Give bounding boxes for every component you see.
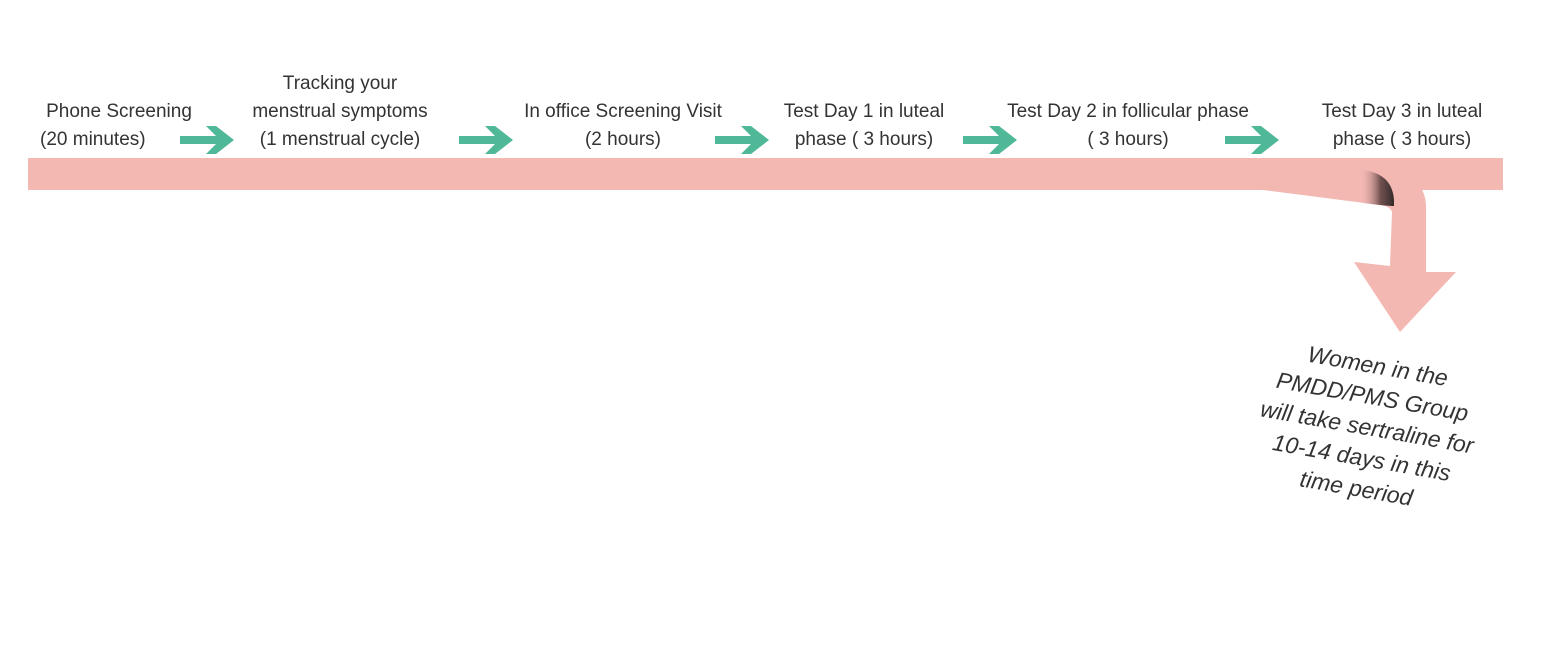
step-line: ( 3 hours): [1087, 129, 1169, 150]
step-test-day-3: Test Day 3 in luteal phase ( 3 hours): [1310, 98, 1494, 154]
step-office-screening: In office Screening Visit (2 hours): [514, 98, 732, 154]
step-test-day-2: Test Day 2 in follicular phase ( 3 hours…: [996, 98, 1260, 154]
arrow-right-icon: [180, 126, 234, 154]
step-line: Phone Screening: [46, 101, 192, 122]
step-line: Test Day 1 in luteal: [783, 101, 945, 122]
step-test-day-1: Test Day 1 in luteal phase ( 3 hours): [772, 98, 956, 154]
step-line: phase ( 3 hours): [794, 129, 934, 150]
step-line: In office Screening Visit: [524, 101, 722, 122]
arrow-right-icon: [963, 126, 1017, 154]
step-line: (1 menstrual cycle): [259, 129, 421, 150]
step-line: Test Day 3 in luteal: [1321, 101, 1483, 122]
arrow-right-icon: [715, 126, 769, 154]
step-line: Test Day 2 in follicular phase: [1007, 101, 1249, 122]
step-line: phase ( 3 hours): [1332, 129, 1472, 150]
step-line: (20 minutes): [40, 129, 146, 150]
arrow-right-icon: [1225, 126, 1279, 154]
step-phone-screening: Phone Screening (20 minutes): [40, 98, 198, 154]
step-line: menstrual symptoms: [252, 101, 428, 122]
step-line: (2 hours): [584, 129, 662, 150]
step-line: Tracking your: [282, 73, 398, 94]
arrow-right-icon: [459, 126, 513, 154]
step-tracking-symptoms: Tracking your menstrual symptoms (1 mens…: [240, 70, 440, 154]
